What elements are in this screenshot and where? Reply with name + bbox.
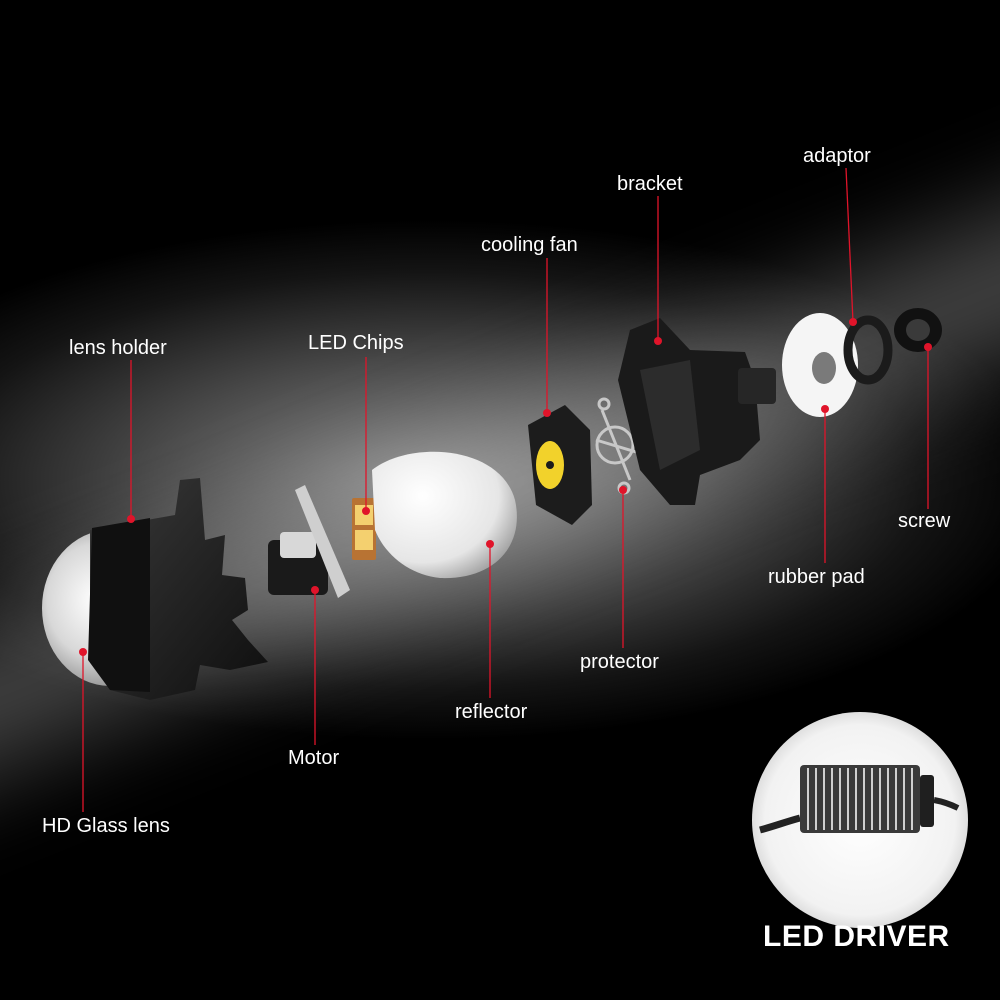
label-lens-holder: lens holder xyxy=(69,337,167,359)
led-driver-inset xyxy=(752,712,968,928)
leader-lines xyxy=(82,167,929,812)
label-adaptor: adaptor xyxy=(803,145,871,167)
label-reflector: reflector xyxy=(455,701,528,723)
led-chips-part xyxy=(352,498,376,560)
leader-dot-led-chips xyxy=(362,507,370,515)
leader-dot-lens-holder xyxy=(127,515,135,523)
leader-dot-protector xyxy=(619,486,627,494)
leader-line-adaptor xyxy=(845,167,854,323)
label-rubber-pad: rubber pad xyxy=(768,566,865,588)
motor-part xyxy=(268,485,350,598)
bracket-part xyxy=(618,318,776,505)
label-led-driver: LED DRIVER xyxy=(763,920,950,953)
adaptor-part xyxy=(843,315,893,385)
label-cooling-fan: cooling fan xyxy=(481,234,578,256)
label-bracket: bracket xyxy=(617,173,683,195)
screw-part xyxy=(894,308,942,352)
label-hd-glass-lens: HD Glass lens xyxy=(42,815,170,837)
rubber-pad-part xyxy=(782,313,858,417)
leader-dot-rubber-pad xyxy=(821,405,829,413)
leader-dot-reflector xyxy=(486,540,494,548)
driver-heatsink xyxy=(800,765,920,833)
label-screw: screw xyxy=(898,510,951,532)
leader-dot-motor xyxy=(311,586,319,594)
leader-dot-cooling-fan xyxy=(543,409,551,417)
leader-dot-bracket xyxy=(654,337,662,345)
label-protector: protector xyxy=(580,651,659,673)
reflector-part xyxy=(372,451,517,579)
leader-dots xyxy=(79,318,932,656)
cooling-fan-part xyxy=(528,405,592,525)
leader-dot-adaptor xyxy=(849,318,857,326)
lens-holder-part xyxy=(88,478,268,700)
label-motor: Motor xyxy=(288,747,340,769)
label-led-chips: LED Chips xyxy=(308,332,404,354)
leader-dot-hd-glass-lens xyxy=(79,648,87,656)
leader-dot-screw xyxy=(924,343,932,351)
